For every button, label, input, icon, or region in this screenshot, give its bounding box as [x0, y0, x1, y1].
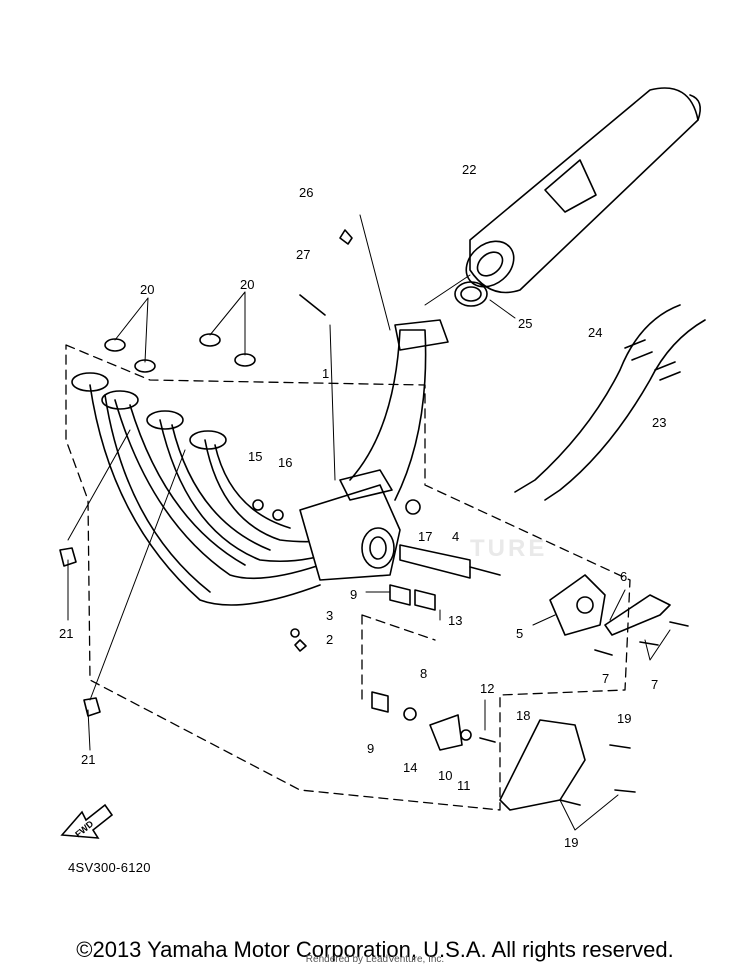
part-label-14: 14	[403, 760, 418, 775]
part-label-21a: 21	[59, 626, 74, 641]
part-label-11: 11	[457, 778, 471, 793]
part-label-19b: 19	[564, 835, 579, 850]
exhaust-pipes	[72, 320, 448, 605]
subassembly-boundary-9-13	[362, 615, 435, 700]
bolt-26	[340, 230, 352, 244]
gasket-20a	[105, 339, 125, 351]
copyright-notice: ©2013 Yamaha Motor Corporation, U.S.A. A…	[76, 937, 674, 962]
muffler	[457, 88, 700, 296]
part-label-9b: 9	[367, 741, 375, 756]
render-credit: Rendered by LeadVenture, Inc.	[305, 954, 445, 965]
lever-6	[605, 595, 670, 635]
part-label-18: 18	[516, 708, 531, 723]
part-label-16: 16	[278, 455, 293, 470]
bolt-27	[300, 295, 325, 315]
part-label-1: 1	[322, 366, 330, 381]
part-label-25: 25	[518, 316, 533, 331]
part-label-4: 4	[452, 529, 460, 544]
gasket-25	[455, 282, 487, 306]
cover-18	[500, 720, 585, 810]
part-label-22: 22	[462, 162, 477, 177]
part-label-3: 3	[326, 608, 334, 623]
part-label-24: 24	[588, 325, 603, 340]
part-label-2: 2	[326, 632, 334, 647]
part-label-6: 6	[620, 569, 628, 584]
part-label-20a: 20	[140, 282, 155, 297]
watermark: TURE	[470, 535, 548, 562]
part-label-26: 26	[299, 185, 314, 200]
shaft-4	[400, 545, 470, 578]
cable-23	[545, 320, 705, 500]
nut-21b	[84, 698, 100, 716]
pulley-bracket-5	[550, 575, 605, 635]
part-label-10: 10	[438, 768, 453, 783]
part-label-17: 17	[418, 529, 433, 544]
forward-arrow-icon	[62, 805, 112, 838]
part-label-7b: 7	[651, 677, 659, 692]
nut-21a	[60, 548, 76, 566]
part-label-12: 12	[480, 681, 495, 696]
diagram-code: 4SV300-6120	[68, 860, 151, 875]
part-label-9a: 9	[350, 587, 358, 602]
cable-24	[515, 305, 680, 492]
part-label-7a: 7	[602, 671, 610, 686]
part-label-20b: 20	[240, 277, 255, 292]
part-label-5: 5	[516, 626, 524, 641]
part-label-23: 23	[652, 415, 667, 430]
part-label-27: 27	[296, 247, 311, 262]
part-label-8: 8	[420, 666, 428, 681]
part-label-13: 13	[448, 613, 463, 628]
part-label-19a: 19	[617, 711, 632, 726]
part-label-15: 15	[248, 449, 263, 464]
part-label-21b: 21	[81, 752, 96, 767]
